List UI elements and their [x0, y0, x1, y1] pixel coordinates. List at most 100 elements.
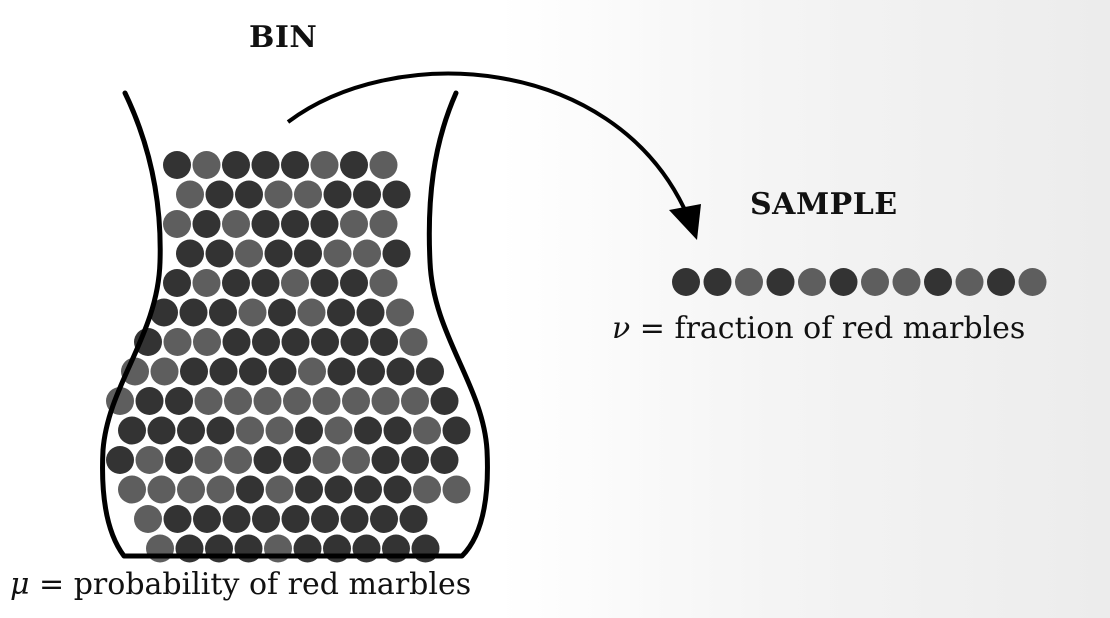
sample-marble: [861, 268, 889, 296]
bin-marble: [177, 475, 205, 504]
bin-marble: [342, 446, 370, 474]
bin-marble: [192, 210, 221, 238]
bin-marble: [205, 180, 234, 209]
bin-marble: [253, 387, 282, 415]
bin-marble: [327, 357, 356, 386]
bin-marble: [251, 210, 280, 238]
bin-marble: [295, 475, 323, 504]
bin-marble: [163, 269, 191, 297]
bin-marble: [324, 475, 353, 504]
bin-marble: [383, 475, 412, 504]
bin-marble: [224, 446, 252, 474]
bin-marble: [369, 151, 398, 179]
bin-marble: [179, 298, 208, 327]
sample-marble: [924, 268, 952, 296]
bin-marble: [353, 239, 381, 268]
bin-marble: [382, 180, 411, 209]
bin-marble: [312, 446, 341, 474]
bin-marble: [401, 387, 429, 415]
bin-marble: [386, 357, 415, 386]
bin-marble: [340, 151, 368, 179]
bin-marble: [150, 357, 179, 386]
bin-marble: [353, 180, 381, 209]
sample-title: SAMPLE: [750, 187, 898, 222]
sample-marble: [892, 268, 921, 296]
bin-marble: [268, 357, 297, 386]
bin-marble: [224, 387, 252, 415]
bin-marble: [209, 298, 237, 327]
bin-marble: [382, 239, 411, 268]
bin-marble: [236, 416, 264, 445]
sample-marble: [766, 268, 795, 296]
bin-marble: [416, 357, 444, 386]
nu-symbol: ν: [612, 311, 631, 346]
bin-marble: [118, 416, 146, 445]
bin-marble: [281, 151, 309, 179]
bin-marble: [281, 328, 310, 356]
bin-marble: [206, 475, 235, 504]
bin-caption-text: = probability of red marbles: [39, 567, 472, 602]
bin-marble: [163, 210, 191, 238]
bin-marble: [401, 446, 429, 474]
bin-marble: [176, 180, 204, 209]
bin-marble: [193, 328, 221, 356]
bin-marble: [311, 328, 339, 356]
sample-marble: [987, 268, 1015, 296]
bin-marble: [177, 416, 205, 445]
bin-marble: [163, 151, 191, 179]
bin-marble: [135, 387, 164, 415]
sample-marble: [703, 268, 732, 296]
bin-marble: [235, 180, 263, 209]
bin-marble: [399, 328, 428, 356]
bin-marble: [430, 387, 459, 415]
bin-marble: [205, 239, 234, 268]
bin-marble: [413, 416, 441, 445]
bin-marble: [442, 475, 471, 504]
bin-marble: [399, 505, 428, 533]
bin-marble: [165, 387, 193, 415]
bin-marble: [294, 239, 322, 268]
bin-marble: [294, 180, 322, 209]
bin-marble: [222, 269, 250, 297]
bin-marble: [283, 387, 311, 415]
sample-caption: ν = fraction of red marbles: [612, 311, 1025, 346]
bin-marble: [264, 180, 293, 209]
bin-marble: [268, 298, 296, 327]
bin-marble: [209, 357, 238, 386]
draw-arrow: [286, 71, 686, 209]
bin-marble: [281, 269, 309, 297]
bin-marble: [298, 357, 326, 386]
bin-marble: [106, 446, 134, 474]
bin-marble: [118, 475, 146, 504]
bin-marble: [265, 416, 294, 445]
bin-marble: [354, 416, 382, 445]
bin-marble: [222, 505, 251, 533]
bin-marble: [370, 328, 398, 356]
bin-marble: [147, 475, 176, 504]
bin-marble: [236, 475, 264, 504]
bin-marble: [238, 298, 267, 327]
bin-marble: [251, 269, 280, 297]
sample-marble: [1018, 268, 1047, 296]
bin-marble: [340, 505, 369, 533]
arrow-head: [669, 204, 701, 240]
bin-marble: [311, 505, 339, 533]
bin-marble: [253, 446, 282, 474]
bin-marble: [312, 387, 341, 415]
bin-marble: [163, 505, 192, 533]
bin-marble: [297, 298, 326, 327]
sample-caption-text: = fraction of red marbles: [639, 311, 1026, 346]
bin-marble: [356, 298, 385, 327]
bin-marble: [283, 446, 311, 474]
bin-marble: [369, 269, 398, 297]
bin-marble: [252, 328, 280, 356]
bin-marble: [194, 446, 223, 474]
bin-caption: μ = probability of red marbles: [10, 567, 471, 602]
bin-marble: [340, 269, 368, 297]
bin-marble: [165, 446, 193, 474]
bin-marble: [324, 416, 353, 445]
bin-marble: [327, 298, 355, 327]
bin-marble: [323, 239, 352, 268]
bin-marble: [239, 357, 267, 386]
